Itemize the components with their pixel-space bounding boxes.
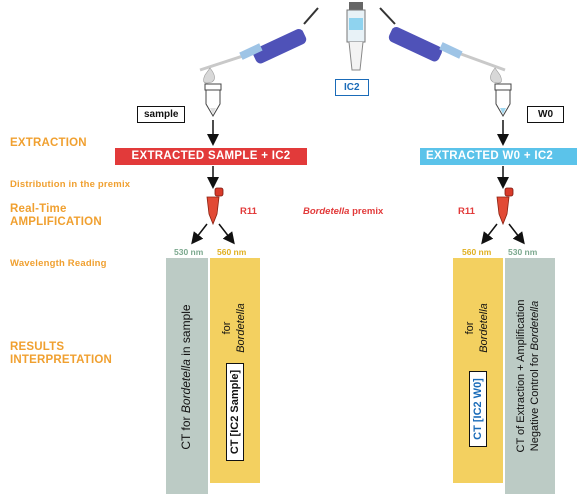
right-green-line1: CT of Extraction + Amplification bbox=[515, 299, 527, 453]
premix-italic: Bordetella bbox=[303, 206, 350, 217]
right-yellow-bordetella: Bordetella bbox=[478, 303, 490, 353]
wavelength-left-560: 560 nm bbox=[217, 247, 247, 257]
ic2-vial-icon bbox=[346, 2, 366, 71]
ct-ic2-w0-box: CT [IC2 W0] bbox=[469, 371, 487, 447]
w0-label: W0 bbox=[527, 106, 564, 123]
right-green-column bbox=[505, 258, 555, 494]
ic2-label: IC2 bbox=[335, 79, 369, 96]
step-results-line1: RESULTS bbox=[10, 341, 65, 353]
left-green-column bbox=[166, 258, 208, 494]
right-green-text: CT of Extraction + Amplification Negativ… bbox=[514, 261, 546, 491]
step-distribution: Distribution in the premix bbox=[10, 179, 131, 190]
left-pipette-icon bbox=[199, 7, 319, 84]
r11-right-label: R11 bbox=[458, 206, 475, 217]
sample-label: sample bbox=[137, 106, 186, 123]
ct-ic2-sample-box: CT [IC2 Sample] bbox=[226, 362, 244, 462]
left-green-text-a: CT for bbox=[179, 413, 193, 450]
extracted-w0-bar: EXTRACTED W0 + IC2 bbox=[420, 148, 577, 165]
right-green-line2b: Bordetella bbox=[529, 300, 541, 351]
right-premix-tube-icon bbox=[496, 187, 514, 226]
r11-left-label: R11 bbox=[240, 206, 257, 217]
left-premix-tube-icon bbox=[206, 187, 224, 226]
sample-tube-icon bbox=[204, 83, 222, 117]
step-realtime-line1: Real-Time bbox=[10, 203, 67, 215]
wavelength-right-560: 560 nm bbox=[462, 247, 492, 257]
left-ct-box-wrap: CT [IC2 Sample] bbox=[223, 362, 247, 462]
step-results: RESULTS INTERPRETATION bbox=[10, 341, 112, 367]
step-realtime: Real-Time AMPLIFICATION bbox=[10, 203, 102, 229]
left-green-text: CT for Bordetella in sample bbox=[179, 277, 195, 477]
step-results-line2: INTERPRETATION bbox=[10, 354, 113, 366]
step-extraction: EXTRACTION bbox=[10, 137, 87, 149]
wavelength-left-530: 530 nm bbox=[174, 247, 204, 257]
premix-rest: premix bbox=[349, 206, 384, 217]
wavelength-right-530: 530 nm bbox=[508, 247, 538, 257]
step-realtime-line2: AMPLIFICATION bbox=[10, 216, 102, 228]
extracted-sample-bar: EXTRACTED SAMPLE + IC2 bbox=[115, 148, 307, 165]
right-ct-box-wrap: CT [IC2 W0] bbox=[466, 364, 490, 454]
left-yellow-bordetella: Bordetella bbox=[235, 303, 247, 353]
right-pipette-icon bbox=[379, 7, 506, 84]
step-wavelength: Wavelength Reading bbox=[10, 258, 107, 269]
left-green-text-b: Bordetella bbox=[179, 359, 193, 414]
left-green-text-c: in sample bbox=[179, 304, 193, 360]
w0-tube-icon bbox=[494, 83, 512, 117]
premix-label: Bordetella premix bbox=[303, 206, 383, 217]
right-green-line2a: Negative Control for bbox=[529, 350, 541, 452]
